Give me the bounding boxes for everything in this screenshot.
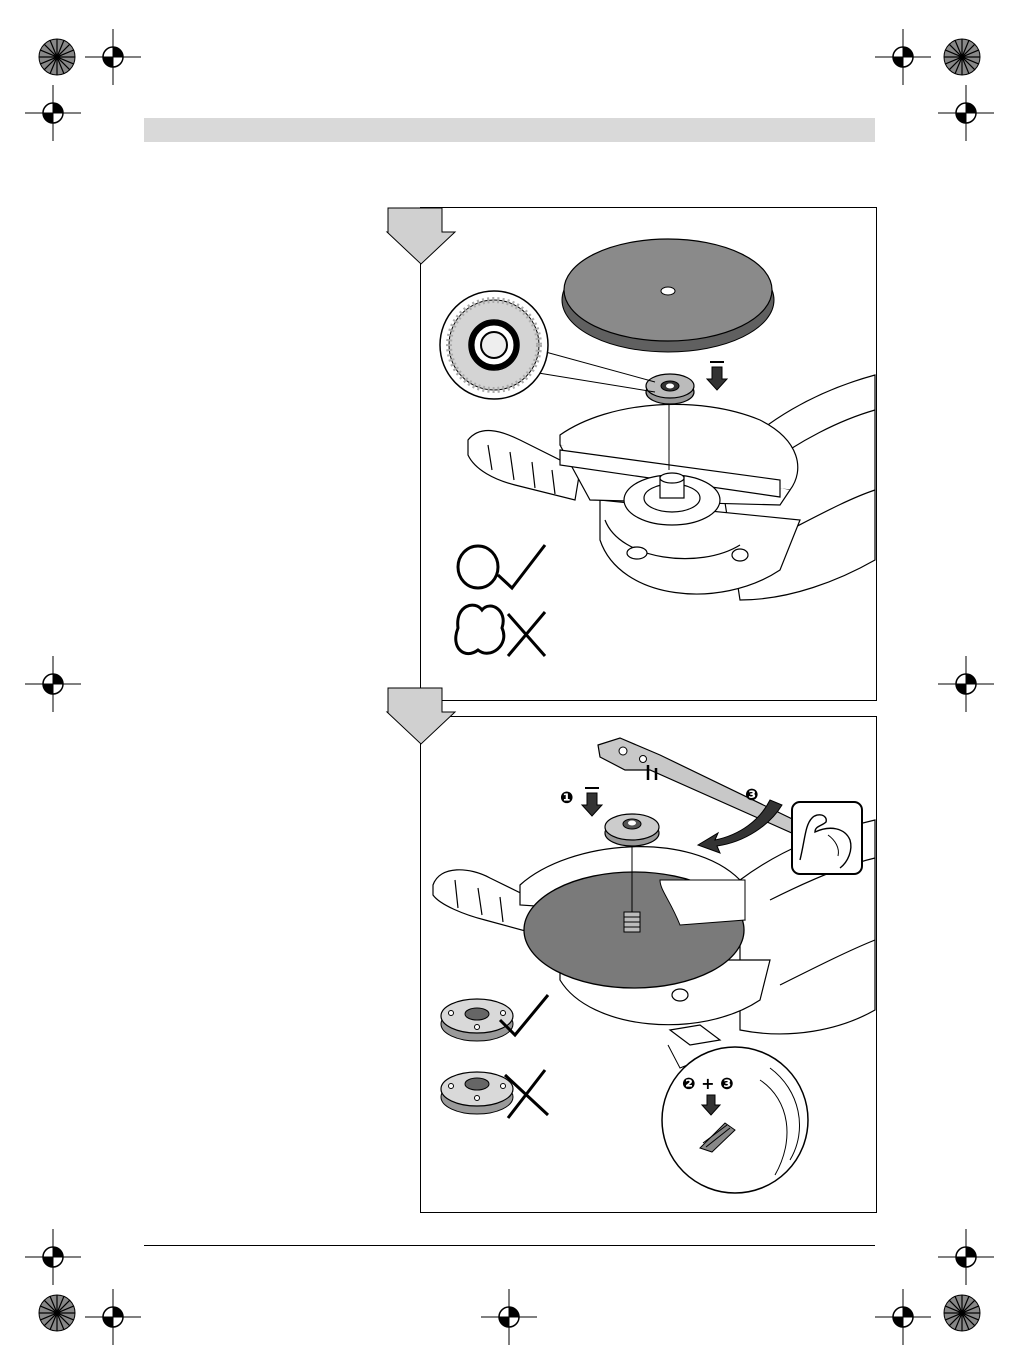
strength-arm-icon (792, 802, 862, 874)
spindle-lock-button (662, 1045, 808, 1193)
insert-arrow-icon (707, 362, 727, 390)
mounting-flange (646, 374, 694, 404)
correct-nut-icon (441, 999, 513, 1041)
step-1-label: ❶ (560, 788, 574, 807)
clamping-nut (605, 814, 659, 846)
check-mark-icon (458, 545, 545, 588)
step-2-3-label: ❷ + ❸ (682, 1074, 734, 1093)
down-arrow-icon (387, 208, 455, 264)
grinding-disc (524, 872, 745, 988)
insert-arrow-icon (582, 788, 602, 816)
step-3-label: ❸ (745, 785, 759, 804)
cross-mark-icon (456, 605, 545, 656)
down-arrow-icon (387, 688, 455, 744)
footer-rule (144, 1245, 875, 1246)
grinding-disc (562, 239, 774, 352)
incorrect-nut-icon (441, 1072, 513, 1114)
